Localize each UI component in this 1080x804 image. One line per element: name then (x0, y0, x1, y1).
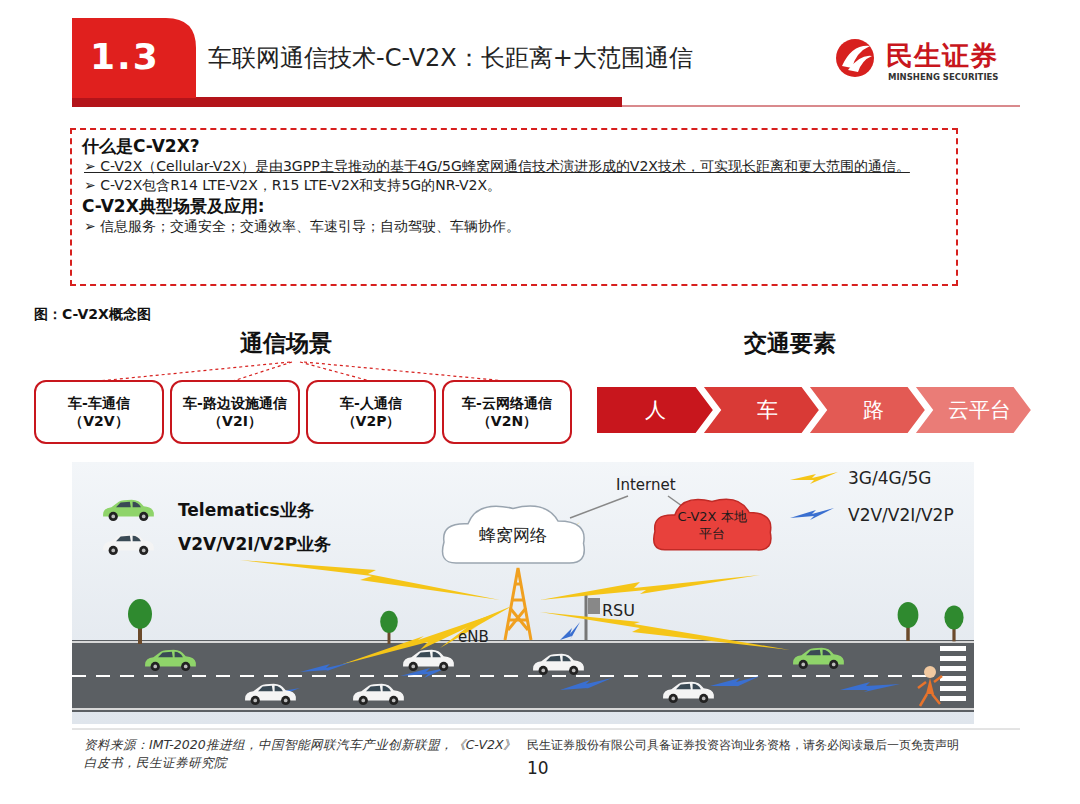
cloud-label: C-V2X 本地平台 (672, 508, 752, 542)
legend-text: Telematics业务 (178, 499, 314, 522)
element-label: 云平台 (936, 396, 1011, 424)
disclaimer: 民生证券股份有限公司具备证券投资咨询业务资格，请务必阅读最后一页免责声明 (527, 738, 1047, 753)
enb-tower (505, 568, 531, 640)
internet-label: Internet (614, 476, 678, 494)
element-chevron: 云平台 (914, 386, 1032, 434)
legend-car-white (103, 534, 154, 555)
rsu-label: RSU (602, 601, 635, 620)
source-note: 资料来源：IMT-2020推进组，中国智能网联汽车产业创新联盟，《C-V2X》白… (84, 736, 524, 772)
pedestrian (918, 666, 942, 706)
scenario-label: 车-云网络通信 （V2N） (453, 394, 561, 430)
v2x-signal (250, 622, 900, 698)
legend-text: 3G/4G/5G (848, 468, 931, 488)
header-bar (72, 97, 622, 107)
tree (944, 605, 963, 641)
element-chevron: 路 (808, 386, 926, 434)
element-chevron: 车 (702, 386, 820, 434)
local-platform-cloud: C-V2X 本地平台 (650, 494, 774, 556)
tree (898, 602, 919, 641)
intro-bullet: ➢ 信息服务；交通安全；交通效率、车速引导；自动驾驶、车辆协作。 (82, 217, 946, 236)
intro-heading: 什么是C-V2X? (82, 135, 946, 157)
section-tab: 1.3 (72, 18, 196, 98)
legend-bolt-yellow (790, 472, 838, 484)
scenario-box: 车-车通信 （V2V） (34, 380, 164, 444)
tree (128, 599, 152, 644)
scene-panel (72, 462, 974, 724)
legend-bolt-blue (790, 508, 834, 520)
cloud-shape (650, 494, 774, 556)
road-edge (72, 641, 974, 643)
zebra-crossing (940, 646, 966, 701)
road-edge (72, 708, 974, 710)
legend-text: V2V/V2I/V2P业务 (178, 533, 331, 556)
scenario-label: 车-人通信 （V2P） (317, 394, 425, 430)
enb-label: eNB (458, 628, 489, 646)
element-label: 车 (745, 396, 778, 424)
page-title: 车联网通信技术-C-V2X：长距离+大范围通信 (208, 42, 693, 74)
cellular-cloud: 蜂窝网络 (438, 500, 588, 570)
scenario-box: 车-路边设施通信（V2I） (170, 380, 300, 444)
footer-rule (72, 729, 1020, 730)
page-number: 10 (527, 758, 549, 778)
scenario-label: 车-路边设施通信（V2I） (181, 394, 289, 430)
figure-caption: 图：C-V2X概念图 (34, 306, 151, 324)
intro-heading: C-V2X典型场景及应用: (82, 195, 946, 217)
scenario-label: 车-车通信 （V2V） (45, 394, 153, 430)
fan-lines (99, 362, 506, 381)
road-cars (145, 648, 844, 705)
logo-icon (836, 39, 874, 77)
element-chevron: 人 (596, 386, 714, 434)
cloud-label: 蜂窝网络 (479, 527, 547, 544)
internet-links (570, 496, 682, 518)
intro-box: 什么是C-V2X?➢ C-V2X（Cellular-V2X）是由3GPP主导推动… (70, 128, 958, 286)
section-heading: 交通要素 (744, 328, 836, 359)
scenario-box: 车-云网络通信 （V2N） (442, 380, 572, 444)
header-rule (622, 106, 1020, 107)
lane-line (72, 675, 930, 677)
logo-subtext: MINSHENG SECURITIES (888, 72, 999, 82)
legend-car-green (103, 500, 154, 521)
scenario-box: 车-人通信 （V2P） (306, 380, 436, 444)
legend-text: V2V/V2I/V2P (848, 505, 954, 525)
section-heading: 通信场景 (240, 328, 332, 359)
tree (380, 611, 398, 644)
intro-bullet: ➢ C-V2X（Cellular-V2X）是由3GPP主导推动的基于4G/5G蜂… (82, 157, 946, 176)
intro-bullet: ➢ C-V2X包含R14 LTE-V2X，R15 LTE-V2X和支持5G的NR… (82, 176, 946, 195)
road (72, 640, 974, 712)
element-label: 人 (645, 396, 666, 424)
element-label: 路 (851, 396, 884, 424)
section-number: 1.3 (90, 36, 196, 77)
logo-text: 民生证券 (886, 38, 998, 74)
